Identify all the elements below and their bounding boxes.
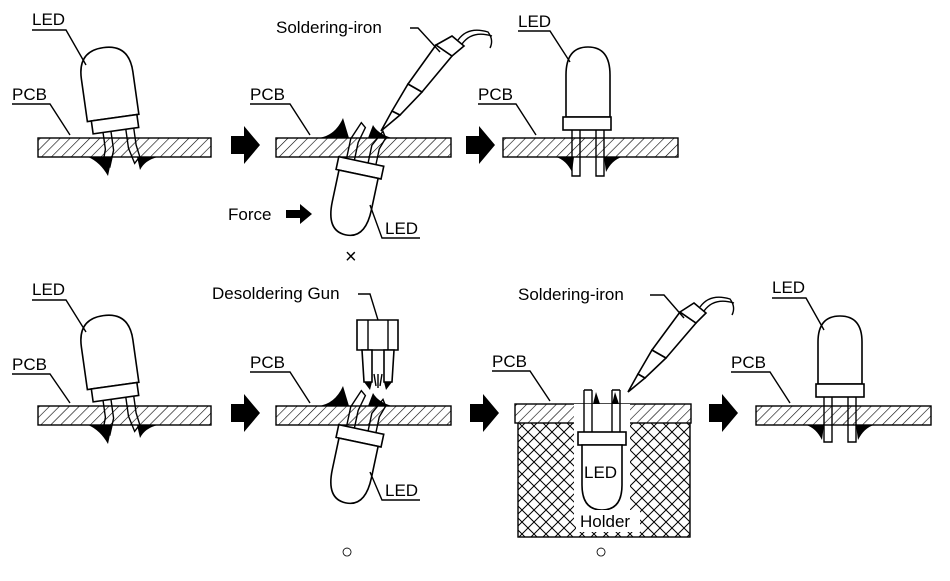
soldering-iron-icon bbox=[380, 29, 493, 132]
pcb-leader bbox=[250, 103, 311, 136]
pcb-board bbox=[275, 405, 452, 426]
pcb-board bbox=[275, 137, 452, 158]
led-leader bbox=[32, 299, 87, 333]
ng-mark: × bbox=[345, 246, 357, 268]
holder-label-bg bbox=[576, 510, 640, 532]
pcb-board bbox=[37, 137, 212, 158]
led-label: LED bbox=[385, 481, 418, 500]
led-leader bbox=[772, 297, 825, 331]
desoldering-gun-leader bbox=[358, 293, 379, 321]
solder-fillet bbox=[88, 157, 158, 176]
soldering-iron-leader bbox=[650, 294, 685, 319]
led-label: LED bbox=[385, 219, 418, 238]
pcb-label: PCB bbox=[12, 355, 47, 374]
led-leader bbox=[518, 30, 571, 63]
holder-label: Holder bbox=[580, 512, 630, 531]
pcb-board bbox=[502, 137, 679, 158]
solder-fillet bbox=[88, 425, 158, 444]
solder-fillet bbox=[318, 118, 392, 138]
pcb-leader bbox=[250, 371, 311, 404]
soldering-iron-label: Soldering-iron bbox=[276, 18, 382, 37]
pcb-board bbox=[755, 405, 932, 426]
led-leader bbox=[369, 204, 420, 239]
led bbox=[577, 389, 627, 511]
led bbox=[80, 46, 141, 169]
panel-1-tilted-led: LED PCB bbox=[12, 10, 212, 176]
pcb-label: PCB bbox=[250, 353, 285, 372]
ok-mark: ○ bbox=[341, 541, 353, 563]
desoldering-gun-label: Desoldering Gun bbox=[212, 284, 340, 303]
soldering-iron-icon bbox=[627, 296, 735, 393]
solder-fillet bbox=[318, 386, 392, 406]
pcb-label: PCB bbox=[731, 353, 766, 372]
solder-fillet bbox=[556, 157, 622, 172]
pcb-board bbox=[37, 405, 212, 426]
pcb-label: PCB bbox=[478, 85, 513, 104]
panel-3-correct-mount: LED PCB bbox=[478, 12, 679, 177]
panel-2-force-removal: Soldering-iron PCB Force LED × bbox=[228, 18, 493, 268]
led bbox=[562, 46, 612, 177]
arrow-right-icon bbox=[466, 126, 495, 164]
pcb-leader bbox=[12, 373, 71, 404]
led bbox=[330, 121, 387, 237]
arrow-right-icon bbox=[709, 394, 738, 432]
panel-7-correct-mount: LED PCB bbox=[731, 278, 932, 443]
pcb-leader bbox=[492, 370, 551, 402]
force-arrow-icon bbox=[286, 204, 312, 224]
led-label: LED bbox=[32, 10, 65, 29]
led-label: LED bbox=[772, 278, 805, 297]
led-leader bbox=[369, 471, 420, 501]
arrow-right-icon bbox=[231, 126, 260, 164]
soldering-iron-label: Soldering-iron bbox=[518, 285, 624, 304]
pcb-label: PCB bbox=[492, 352, 527, 371]
led bbox=[80, 314, 141, 437]
arrow-right-icon bbox=[470, 394, 499, 432]
panel-6-holder-resolder: Soldering-iron PCB LED Holder ○ bbox=[492, 285, 735, 563]
led-in-holder-label: LED bbox=[584, 463, 617, 482]
pcb-leader bbox=[12, 103, 71, 136]
arrow-right-icon bbox=[231, 394, 260, 432]
pcb-label: PCB bbox=[250, 85, 285, 104]
soldering-iron-leader bbox=[410, 27, 441, 53]
pcb-label: PCB bbox=[12, 85, 47, 104]
pcb-leader bbox=[478, 103, 537, 136]
led bbox=[330, 389, 387, 505]
panel-4-tilted-led: LED PCB bbox=[12, 280, 212, 444]
solder-fillet bbox=[593, 392, 619, 404]
ok-mark: ○ bbox=[595, 541, 607, 563]
led-label: LED bbox=[518, 12, 551, 31]
led bbox=[815, 315, 865, 443]
led-leader bbox=[32, 29, 87, 66]
panel-5-desoldering-gun: Desoldering Gun PCB LED ○ bbox=[212, 284, 452, 563]
pcb-leader bbox=[731, 371, 791, 404]
force-label: Force bbox=[228, 205, 271, 224]
led-label: LED bbox=[32, 280, 65, 299]
solder-fillet bbox=[806, 425, 874, 440]
desoldering-gun-icon bbox=[356, 319, 399, 390]
